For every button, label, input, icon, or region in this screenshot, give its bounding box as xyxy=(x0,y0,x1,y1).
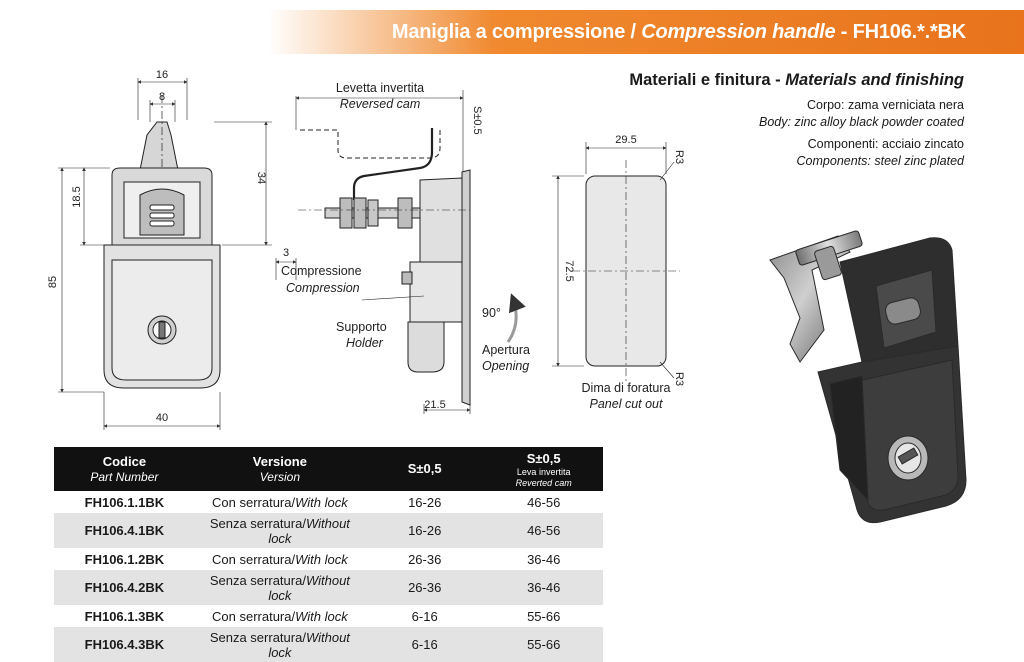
dim-width-top: 16 xyxy=(156,69,168,81)
materials-components-it: Componenti: acciaio zincato xyxy=(807,137,964,151)
opening-label-en: Opening xyxy=(482,359,529,373)
dim-width-bottom: 40 xyxy=(156,412,168,424)
title-italian: Maniglia a compressione / xyxy=(391,21,636,43)
title-english: Compression handle xyxy=(641,21,836,43)
header-band xyxy=(268,10,1024,54)
cell-code: FH106.4.1BK xyxy=(54,512,195,548)
compression-label-it: Compressione xyxy=(281,264,362,278)
header-s: S±0,5 xyxy=(365,447,485,491)
cell-s: 6-16 xyxy=(411,608,438,624)
holder-label-it: Supporto xyxy=(336,320,387,334)
cell-s: 26-36 xyxy=(365,569,485,605)
cutout-view-drawing xyxy=(552,142,680,382)
materials-body-it: Corpo: zama verniciata nera xyxy=(806,98,964,112)
cutout-dim-height: 72.5 xyxy=(563,260,575,281)
materials-components-en: Components: steel zinc plated xyxy=(796,154,964,168)
table-row: FH106.4.3BK Senza serratura/Without lock… xyxy=(54,626,603,662)
cell-s-reverted: 46-56 xyxy=(484,512,603,548)
cell-version: Senza serratura/Without lock xyxy=(194,512,365,548)
table-row: FH106.4.2BK Senza serratura/Without lock… xyxy=(54,569,603,605)
cell-s-reverted: 36-46 xyxy=(484,569,603,605)
side-view-drawing xyxy=(275,90,526,414)
cell-s-reverted: 55-66 xyxy=(527,608,561,624)
materials-body-en: Body: zinc alloy black powder coated xyxy=(759,115,964,129)
opening-label-it: Apertura xyxy=(482,343,530,357)
dim-height-total: 85 xyxy=(47,276,59,288)
table-header-row: Codice Part Number Versione Version S±0,… xyxy=(54,447,603,491)
cutout-label-en: Panel cut out xyxy=(590,397,663,411)
cell-s: 16-26 xyxy=(365,512,485,548)
s-label: S±0.5 xyxy=(471,106,483,135)
cutout-dim-radius-bottom: R3 xyxy=(673,372,685,386)
cell-code: FH106.1.3BK xyxy=(84,608,165,624)
parts-table: Codice Part Number Versione Version S±0,… xyxy=(54,447,603,662)
cutout-dim-radius-top: R3 xyxy=(673,150,685,164)
cell-s: 26-36 xyxy=(408,551,442,567)
compression-label-en: Compression xyxy=(286,281,360,295)
front-view-drawing xyxy=(58,78,272,430)
cell-s: 6-16 xyxy=(365,626,485,662)
dim-side-bottom: 21.5 xyxy=(424,399,445,411)
reversed-cam-label-en: Reversed cam xyxy=(340,97,421,111)
cell-version: Con serratura/With lock xyxy=(212,608,348,624)
cell-code: FH106.1.1BK xyxy=(84,494,165,510)
holder-label-en: Holder xyxy=(346,336,384,350)
header-s-reverted: S±0,5 Leva invertita Reverted cam xyxy=(484,447,603,491)
technical-drawings: 16 8 18.5 85 34 40 Levetta invert xyxy=(47,69,967,524)
cell-version: Senza serratura/Without lock xyxy=(194,626,365,662)
cell-version: Con serratura/With lock xyxy=(212,494,348,510)
materials-title-it: Materiali e finitura - xyxy=(629,71,781,89)
table-row: FH106.1.1BK Con serratura/With lock 16-2… xyxy=(54,491,603,513)
cell-s-reverted: 55-66 xyxy=(484,626,603,662)
reversed-cam-label-it: Levetta invertita xyxy=(336,81,424,95)
cell-code: FH106.1.2BK xyxy=(84,551,165,567)
cell-s-reverted: 46-56 xyxy=(527,494,561,510)
cell-version: Senza serratura/Without lock xyxy=(194,569,365,605)
cell-s: 16-26 xyxy=(408,494,442,510)
cutout-dim-width: 29.5 xyxy=(615,134,636,146)
table-row: FH106.4.1BK Senza serratura/Without lock… xyxy=(54,512,603,548)
page-title: Maniglia a compressione / Compression ha… xyxy=(392,21,966,44)
materials-title-en: Materials and finishing xyxy=(785,71,964,89)
dim-right: 34 xyxy=(255,172,267,184)
table-row: FH106.1.2BK Con serratura/With lock 26-3… xyxy=(54,548,603,570)
header-code: Codice Part Number xyxy=(54,447,195,491)
product-photo xyxy=(769,230,967,524)
compression-dim: 3 xyxy=(283,247,289,259)
opening-angle: 90° xyxy=(482,306,501,320)
cutout-label-it: Dima di foratura xyxy=(582,381,671,395)
cell-code: FH106.4.3BK xyxy=(54,626,195,662)
title-code: - FH106.*.*BK xyxy=(840,21,966,43)
dim-height-upper: 18.5 xyxy=(71,186,83,207)
materials-title: Materiali e finitura - Materials and fin… xyxy=(629,71,964,90)
cell-code: FH106.4.2BK xyxy=(54,569,195,605)
cell-version: Con serratura/With lock xyxy=(212,551,348,567)
header-version: Versione Version xyxy=(194,447,365,491)
table-row: FH106.1.3BK Con serratura/With lock 6-16… xyxy=(54,605,603,627)
dim-width-inner: 8 xyxy=(159,91,165,103)
cell-s-reverted: 36-46 xyxy=(527,551,561,567)
